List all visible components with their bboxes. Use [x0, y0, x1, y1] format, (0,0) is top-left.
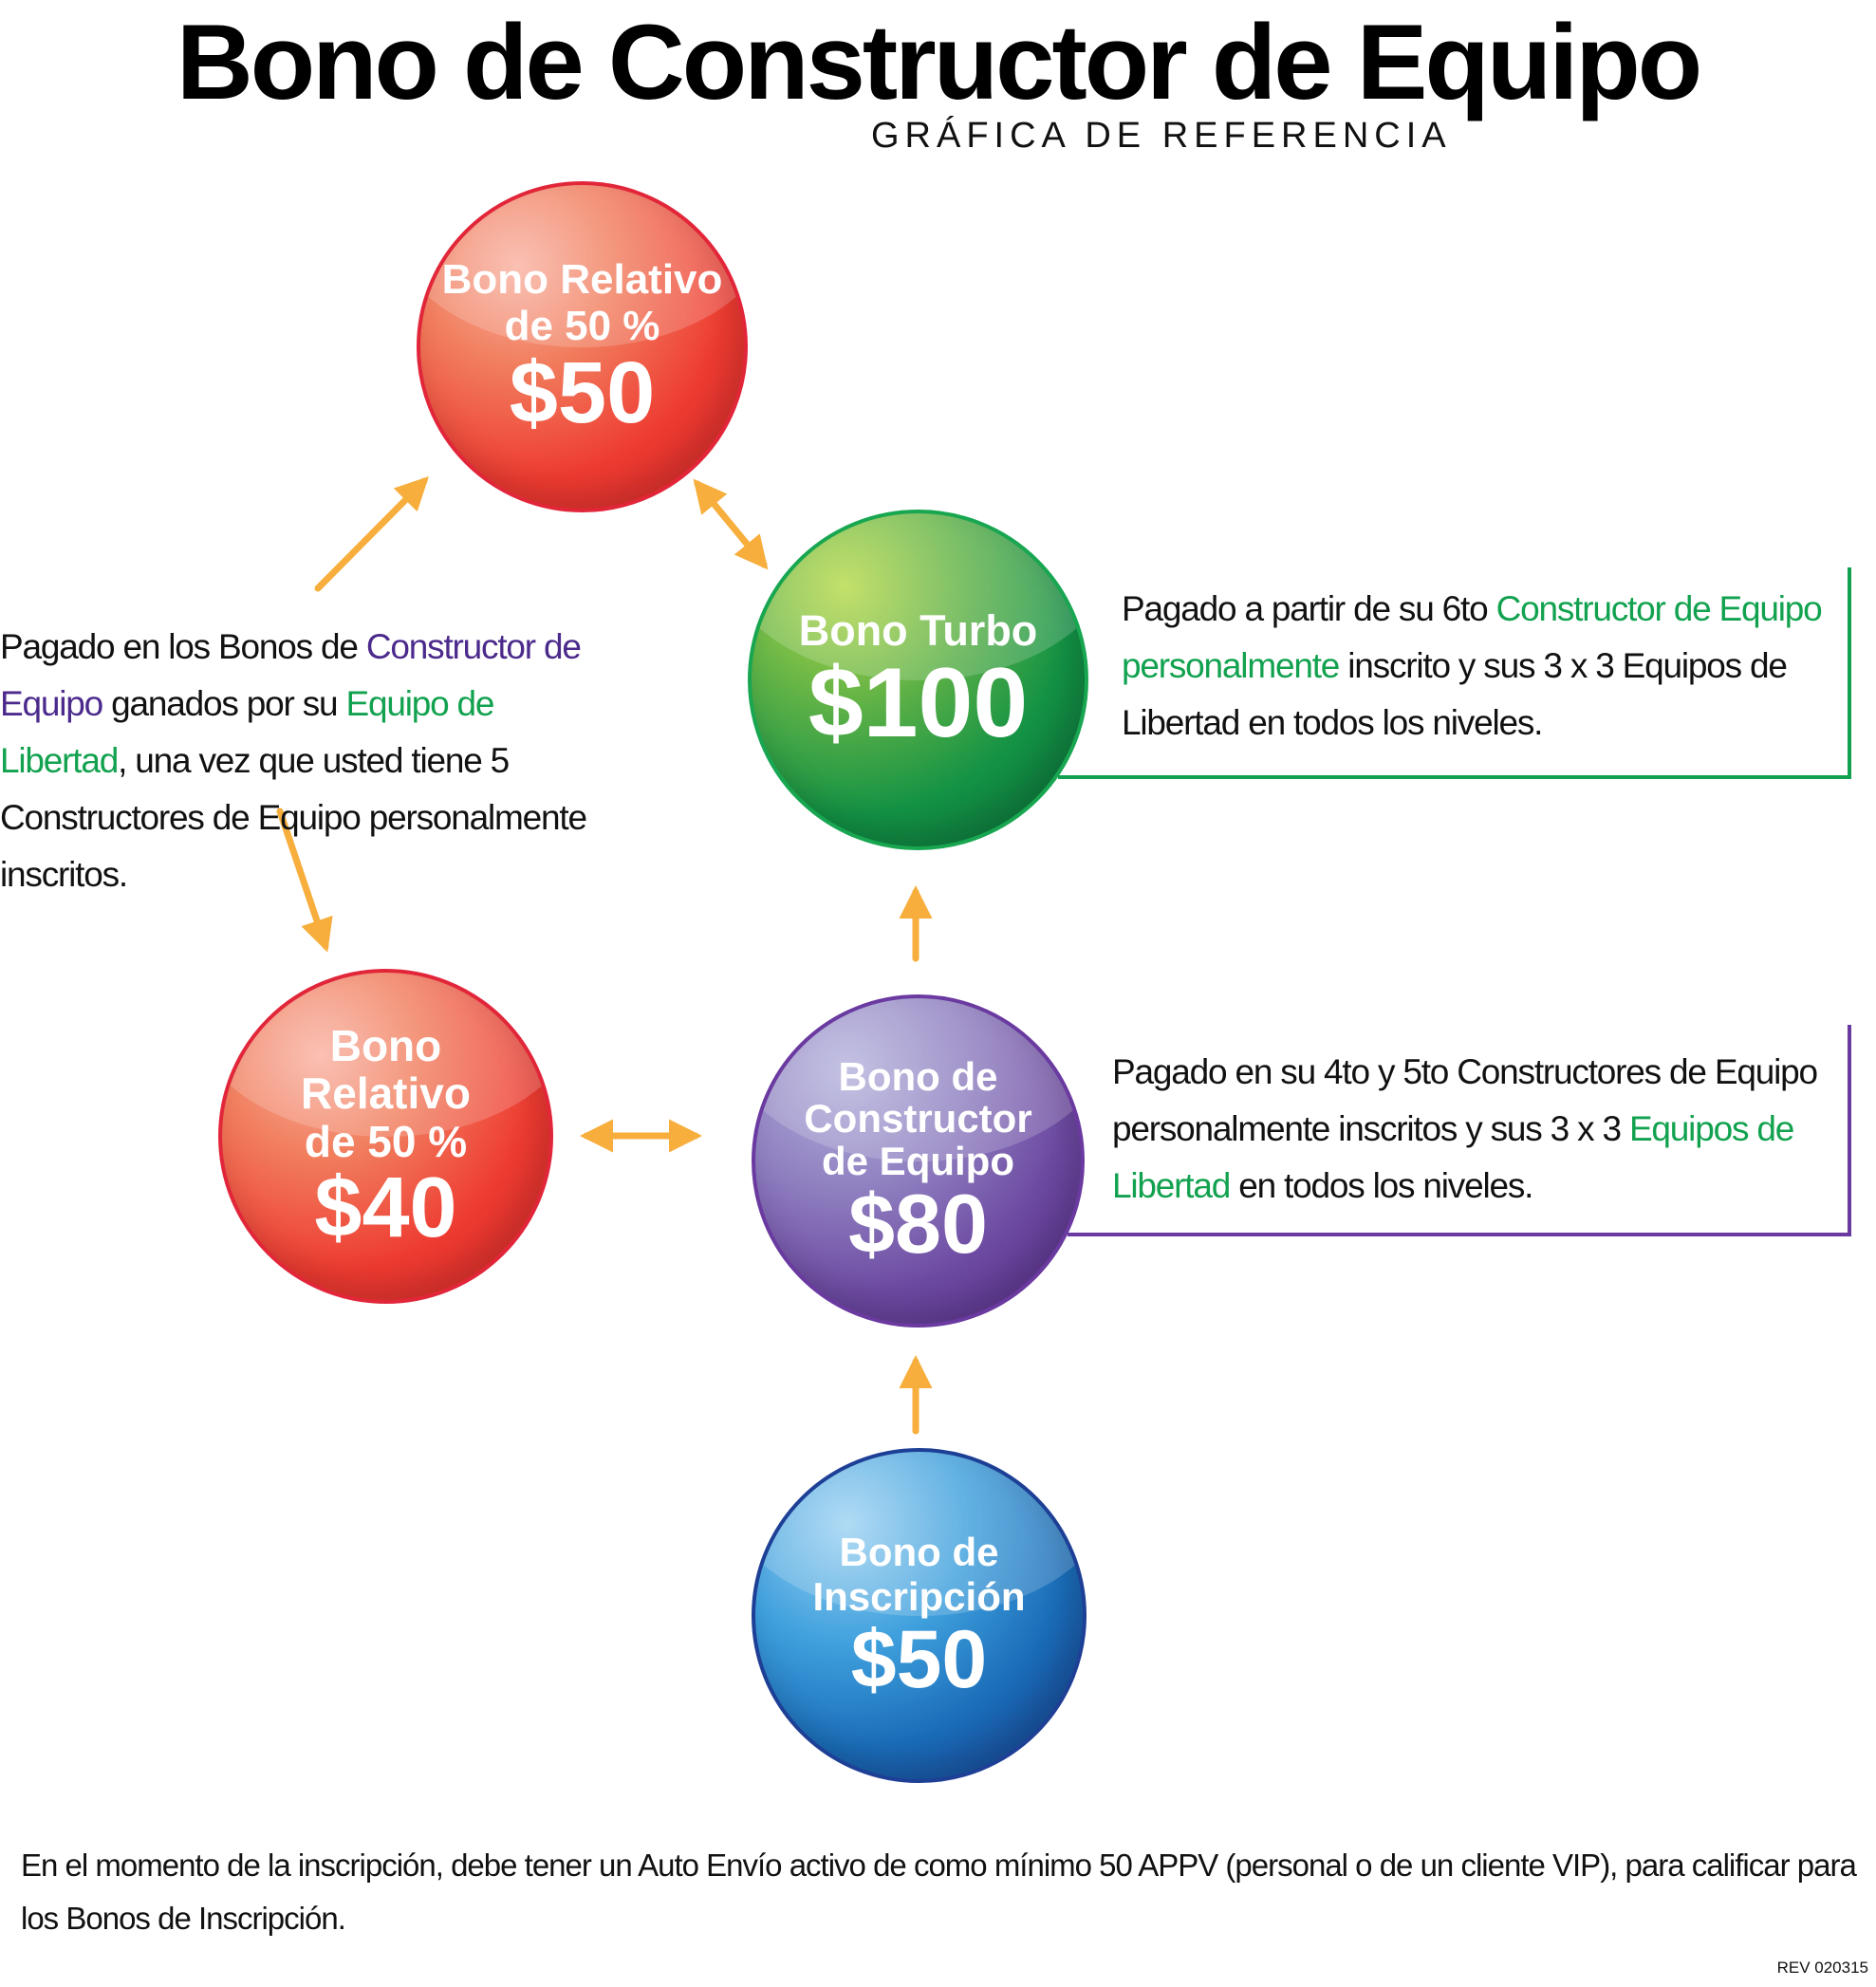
- highlight-equipo-libertad: Equipo de Libertad: [0, 684, 495, 780]
- bubble-turbo: Bono Turbo $100: [748, 510, 1088, 850]
- bubble-relativo-top: Bono Relativo de 50 % $50: [417, 181, 748, 512]
- bubble-amount: $50: [509, 344, 656, 441]
- bubble-label: Bono Turbo: [798, 605, 1038, 655]
- bubble-label: Bono Relativo de 50 %: [441, 256, 723, 349]
- highlight-equipos-libertad: Equipos de Libertad: [1112, 1109, 1794, 1205]
- highlight-constructor: Constructor de Equipo: [0, 627, 582, 723]
- description-text: Pagado en su 4to y 5to Constructores de …: [1112, 1052, 1818, 1148]
- footnote: En el momento de la inscripción, debe te…: [21, 1848, 1857, 1936]
- description-text: ganados por su: [102, 684, 346, 723]
- arrow-relativo-top-turbo: [693, 478, 769, 570]
- arrow-text-to-relativo-left: [276, 808, 333, 953]
- page-subtitle: GRÁFICA DE REFERENCIA: [871, 116, 1452, 156]
- bracket-turbo: [1058, 567, 1851, 779]
- bubble-label: Bono de Constructor de Equipo: [804, 1054, 1032, 1183]
- bubble-label: Bono de Inscripción: [812, 1530, 1026, 1619]
- description-text: en todos los niveles.: [1230, 1166, 1533, 1205]
- description-text: inscrito y sus 3 x 3 Equipos de Libertad…: [1122, 646, 1788, 742]
- description-text: , una vez que usted tiene 5 Constructore…: [0, 741, 587, 894]
- bubble-inscripcion: Bono de Inscripción $50: [752, 1448, 1087, 1783]
- revision-label: REV 020315: [1776, 1959, 1868, 1977]
- bubble-amount: $100: [808, 648, 1029, 759]
- highlight-constructor-green: Constructor de Equipo personalmente: [1122, 589, 1823, 685]
- description-turbo: Pagado a partir de su 6to Constructor de…: [1122, 581, 1824, 752]
- description-constructor: Pagado en su 4to y 5to Constructores de …: [1112, 1044, 1824, 1215]
- description-relativo: Pagado en los Bonos de Constructor de Eq…: [0, 619, 626, 903]
- arrow-left-to-relativo-top: [314, 476, 429, 592]
- bubble-amount: $80: [848, 1176, 988, 1271]
- bubble-label: Bono Relativo de 50 %: [301, 1020, 471, 1166]
- page-title: Bono de Constructor de Equipo: [176, 3, 1702, 121]
- bubble-constructor: Bono de Constructor de Equipo $80: [752, 994, 1085, 1328]
- description-text: Pagado a partir de su 6to: [1122, 589, 1496, 628]
- bubble-amount: $50: [850, 1613, 988, 1705]
- bracket-constructor: [1068, 1025, 1851, 1236]
- description-text: Pagado en los Bonos de: [0, 627, 366, 666]
- bubble-relativo-left: Bono Relativo de 50 % $40: [218, 969, 553, 1304]
- bubble-amount: $40: [314, 1161, 457, 1256]
